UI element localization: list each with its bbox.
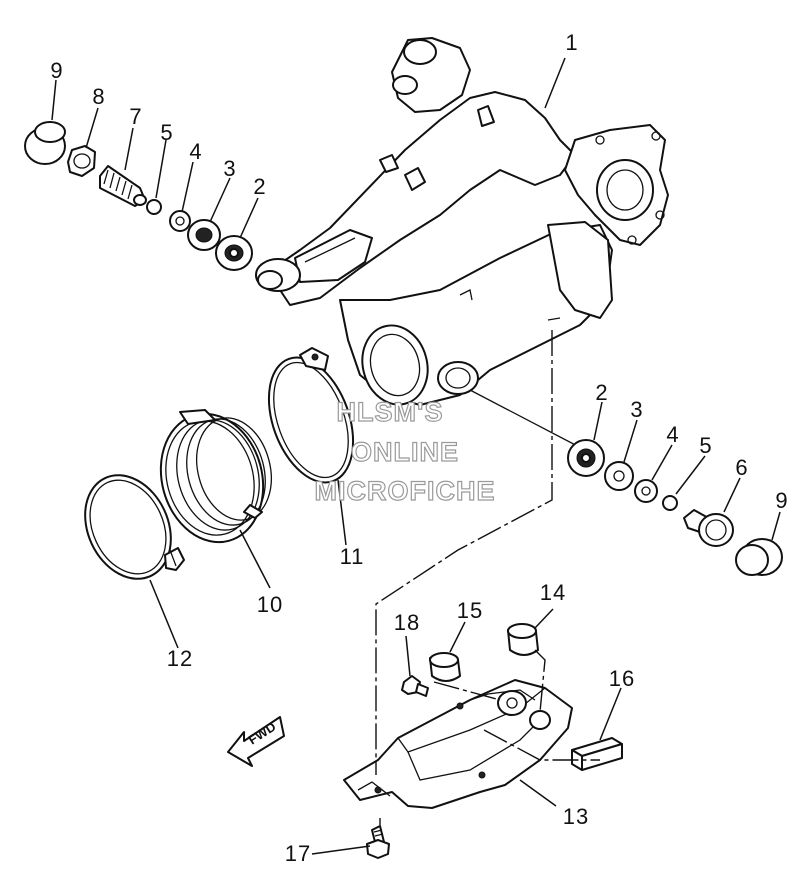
- callout-1: 1: [565, 30, 578, 55]
- washer-left-4: [169, 210, 191, 232]
- callout-14: 14: [540, 580, 566, 605]
- callout-numbers: 1 2 3 4 5 7 8 9 2 3 4 5 6 9 10 11 12 13 …: [50, 30, 788, 866]
- cap-right-9: [735, 538, 783, 576]
- callout-2-left: 2: [253, 174, 266, 199]
- damper-14: [507, 623, 539, 656]
- guard-13: [343, 679, 573, 809]
- swingarm: [255, 37, 669, 451]
- left-bearing-stack: [24, 121, 253, 271]
- plug-6: [683, 509, 734, 547]
- callout-15: 15: [457, 598, 483, 623]
- oring-right-5: [662, 495, 678, 511]
- bolt-17: [366, 825, 390, 859]
- callout-9-right: 9: [775, 488, 788, 513]
- callout-12: 12: [167, 646, 193, 671]
- callout-16: 16: [609, 666, 635, 691]
- callout-5-right: 5: [699, 433, 712, 458]
- nut-8: [67, 145, 96, 177]
- boot-10: [159, 409, 272, 544]
- watermark-line1: HLSM'S: [337, 397, 444, 427]
- bearing-right-3: [604, 461, 634, 491]
- collar-7: [99, 165, 147, 207]
- callout-17: 17: [285, 841, 311, 866]
- watermark-line3: MICROFICHE: [315, 476, 496, 506]
- watermark-line2: ONLINE: [351, 437, 459, 467]
- callout-10: 10: [257, 592, 283, 617]
- callout-2-right: 2: [595, 380, 608, 405]
- oring-left-5: [146, 199, 162, 215]
- callout-3-left: 3: [223, 156, 236, 181]
- callout-8: 8: [92, 84, 105, 109]
- washer-right-4: [634, 479, 658, 503]
- right-bearing-stack: [567, 439, 783, 576]
- pad-16: [571, 737, 623, 771]
- damper-15: [429, 652, 461, 682]
- leader-lines: [51, 57, 781, 855]
- callout-4-right: 4: [666, 422, 679, 447]
- bolt-18: [401, 675, 429, 697]
- clamp-11: [267, 347, 355, 484]
- callout-18: 18: [394, 610, 420, 635]
- callout-3-right: 3: [630, 397, 643, 422]
- clamp-12: [84, 474, 185, 580]
- callout-4-left: 4: [189, 139, 202, 164]
- callout-5-left: 5: [160, 120, 173, 145]
- callout-7: 7: [129, 104, 142, 129]
- callout-11: 11: [340, 544, 365, 569]
- watermark: HLSM'S ONLINE MICROFICHE: [314, 396, 496, 506]
- callout-9-left: 9: [50, 58, 63, 83]
- callout-13: 13: [563, 804, 589, 829]
- fwd-arrow: FWD: [227, 716, 285, 767]
- callout-6: 6: [735, 455, 748, 480]
